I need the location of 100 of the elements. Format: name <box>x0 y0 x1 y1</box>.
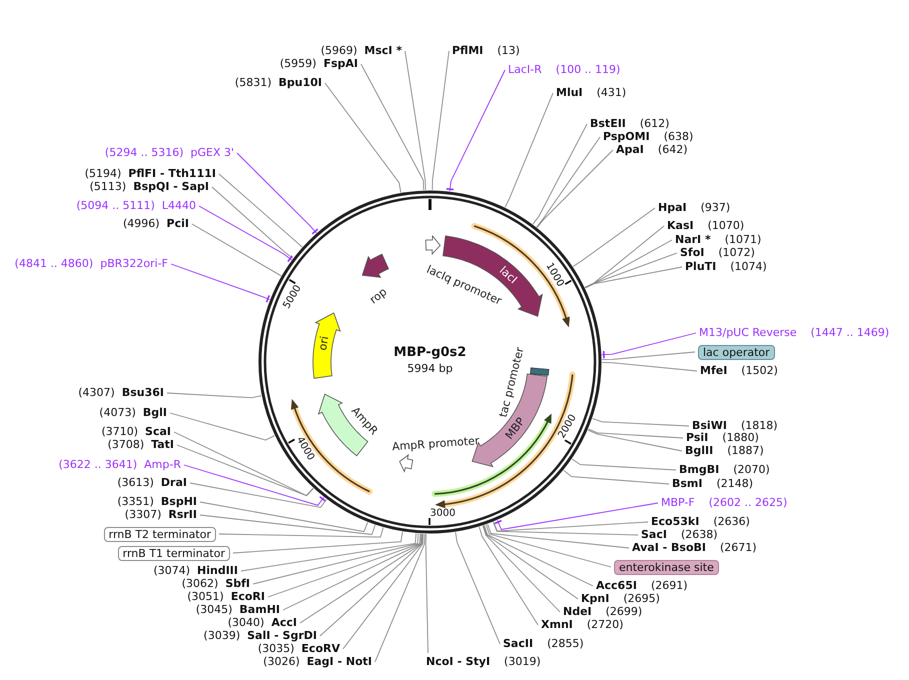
leader-line <box>584 226 664 288</box>
enzyme-name: KpnI <box>581 592 610 605</box>
enzyme-name: SbfI <box>225 577 250 590</box>
site-position: (13) <box>497 44 520 57</box>
leader-line <box>494 502 658 530</box>
leader-line <box>192 224 282 276</box>
feature-box: rrnB T2 terminator <box>104 527 216 542</box>
site-position: (638) <box>664 130 694 143</box>
site-position: (612) <box>640 117 670 130</box>
leader-line <box>487 524 630 548</box>
site-position: (5959) <box>280 57 316 70</box>
site-position: (2691) <box>650 579 688 592</box>
site-position: (642) <box>658 143 688 156</box>
plasmid-name: MBP-g0s2 <box>394 345 466 360</box>
leader-line <box>478 526 538 626</box>
leader-line <box>404 50 426 191</box>
primer-name: L4440 <box>162 199 196 212</box>
site-position: (937) <box>700 201 730 214</box>
enzyme-name: EcoRI <box>230 590 265 603</box>
enzyme-name: BglII <box>685 444 714 457</box>
site-position: (3039) <box>204 629 240 642</box>
leader-line <box>240 532 417 572</box>
primer-name: MBP-F <box>661 496 695 509</box>
primer-range: (3622 .. 3641) <box>58 458 138 471</box>
enzyme-name: AvaI - BsoBI <box>632 541 706 554</box>
tick-label: 3000 <box>430 508 456 519</box>
enzyme-name: ScaI <box>145 425 171 438</box>
feature-box: rrnB T1 terminator <box>118 546 230 561</box>
site-position: (1887) <box>727 444 764 457</box>
site-position: (3051) <box>187 590 224 603</box>
enzyme-name: SfoI <box>680 246 704 259</box>
feature-label: AmpR promoter <box>392 434 480 454</box>
enzyme-name: BglI <box>142 406 167 419</box>
leader-line <box>584 240 672 288</box>
feature-label: ori <box>316 335 332 352</box>
site-position: (2720) <box>586 618 624 631</box>
leader-line <box>532 124 588 225</box>
feature-box: lac operator <box>698 345 775 360</box>
site-position: (2070) <box>733 463 770 476</box>
leader-line <box>170 412 276 440</box>
enzyme-name: PciI <box>166 217 189 230</box>
primer-range: (4841 .. 4860) <box>14 257 94 270</box>
leader-line <box>432 50 450 190</box>
enzyme-name: DraI <box>160 476 187 489</box>
leader-line <box>198 206 293 262</box>
enzyme-name: MluI <box>556 86 583 99</box>
leader-line <box>300 533 423 624</box>
leader-line <box>268 533 421 598</box>
site-position: (2148) <box>716 477 754 490</box>
site-position: (1074) <box>730 260 767 273</box>
enzyme-name: Bsu36I <box>122 386 164 399</box>
enzyme-name: MscI * <box>364 44 402 57</box>
enzyme-name: EcoRV <box>301 642 340 655</box>
primer-range: (2602 .. 2625) <box>708 496 788 509</box>
leader-line <box>587 430 682 452</box>
leader-line <box>200 502 368 532</box>
site-position: (4073) <box>99 406 136 419</box>
enzyme-name: RsrII <box>168 508 197 521</box>
leader-line <box>282 533 422 610</box>
enzyme-name: BspHI <box>160 495 197 508</box>
primer-range: (100 .. 119) <box>556 63 620 76</box>
leader-line <box>200 514 376 535</box>
primer-range: (5094 .. 5111) <box>76 199 155 212</box>
enzyme-name: MfeI <box>700 364 728 377</box>
site-position: (1502) <box>741 364 778 377</box>
leader-line <box>536 136 600 228</box>
leader-line <box>166 392 262 398</box>
leader-line <box>536 150 614 228</box>
enzyme-name: PflMI <box>452 44 484 57</box>
leader-line <box>602 362 698 372</box>
enzyme-name: SacI <box>641 528 667 541</box>
leader-line <box>252 533 419 584</box>
leader-line <box>584 252 678 288</box>
site-position: (3026) <box>263 655 300 668</box>
feature-label: tac promoter <box>496 346 526 419</box>
enzyme-name: SacII <box>503 637 534 650</box>
enzyme-name: PsiI <box>686 431 708 444</box>
leader-line <box>484 524 594 586</box>
leader-line <box>360 64 424 191</box>
primer-name: Amp-R <box>144 458 181 471</box>
enzyme-name: NarI * <box>675 233 711 246</box>
enzyme-name: BamHI <box>239 603 280 616</box>
leader-line <box>190 482 327 508</box>
primer-name: LacI-R <box>508 63 542 76</box>
enzyme-name: BsmI <box>672 477 702 490</box>
site-position: (2638) <box>680 528 718 541</box>
primer-range: (5294 .. 5316) <box>104 146 184 159</box>
leader-line <box>584 266 682 288</box>
leader-line <box>572 208 656 267</box>
enzyme-name: AccI <box>271 616 297 629</box>
site-position: (3613) <box>117 476 154 489</box>
enzyme-name: HpaI <box>658 201 687 214</box>
enzyme-name: Bpu10I <box>278 76 322 89</box>
tick-label: 4000 <box>294 434 316 462</box>
primer-name: pBR322ori-F <box>100 257 168 270</box>
leader-line <box>493 521 648 532</box>
leader-line <box>374 533 426 662</box>
site-position: (2671) <box>720 541 757 554</box>
site-position: (431) <box>596 86 626 99</box>
enzyme-name: PflFI - Tth111I <box>128 167 216 180</box>
